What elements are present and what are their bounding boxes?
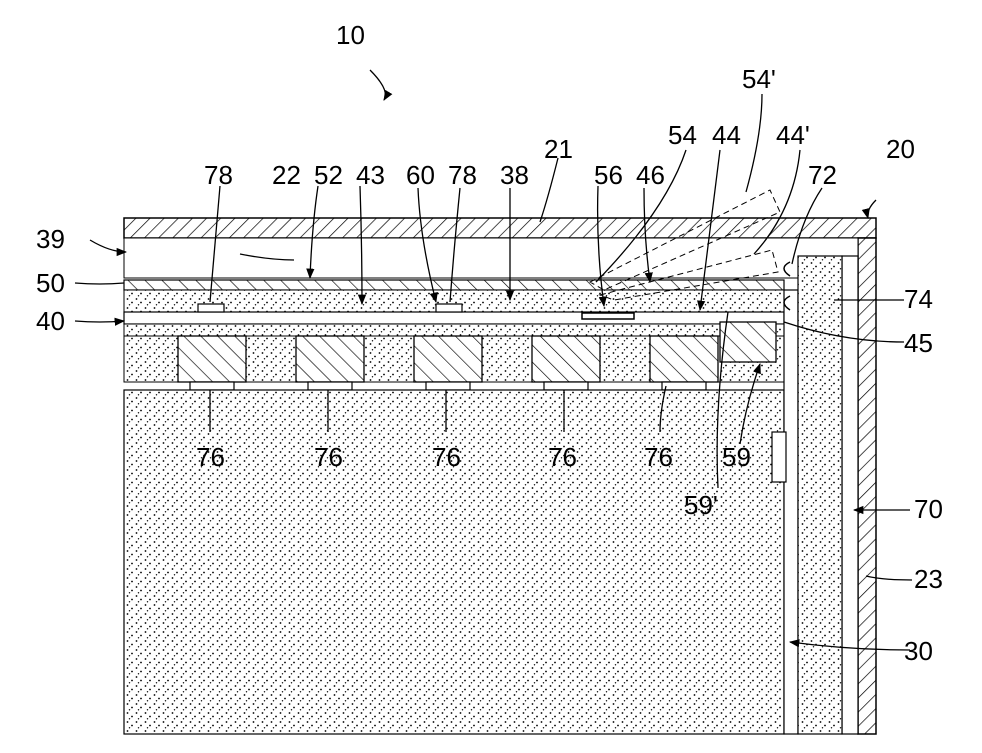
label-76e: 76 (644, 442, 673, 472)
tab-78 (198, 304, 224, 312)
notch (772, 432, 786, 482)
label-59-prime: 59' (684, 490, 718, 520)
label-76b: 76 (314, 442, 343, 472)
label-76d: 76 (548, 442, 577, 472)
hatched-block (178, 336, 246, 382)
layer-50 (124, 280, 784, 290)
label-46: 46 (636, 160, 665, 190)
label-10: 10 (336, 20, 365, 50)
label-78: 78 (204, 160, 233, 190)
label-44-prime: 44' (776, 120, 810, 150)
label-74: 74 (904, 284, 933, 314)
foot-76 (544, 382, 588, 390)
label-78b: 78 (448, 160, 477, 190)
housing-structure (124, 190, 876, 734)
stack-46 (582, 313, 634, 319)
label-40: 40 (36, 306, 65, 336)
label-39: 39 (36, 224, 65, 254)
label-43: 43 (356, 160, 385, 190)
label-70: 70 (914, 494, 943, 524)
layer-40 (124, 312, 784, 324)
hatched-block (532, 336, 600, 382)
cavity-39 (124, 238, 858, 278)
label-50: 50 (36, 268, 65, 298)
label-54: 54 (668, 120, 697, 150)
block-59 (720, 322, 776, 362)
tab-78 (436, 304, 462, 312)
top-wall-21 (124, 218, 876, 238)
label-60: 60 (406, 160, 435, 190)
layer-43 (124, 324, 784, 336)
label-44: 44 (712, 120, 741, 150)
channel-30 (784, 290, 798, 734)
foot-76 (190, 382, 234, 390)
label-72: 72 (808, 160, 837, 190)
label-54-prime: 54' (742, 64, 776, 94)
label-21: 21 (544, 134, 573, 164)
label-56: 56 (594, 160, 623, 190)
label-30: 30 (904, 636, 933, 666)
label-22: 22 (272, 160, 301, 190)
hatched-block (650, 336, 718, 382)
foot-76 (426, 382, 470, 390)
label-52: 52 (314, 160, 343, 190)
label-23: 23 (914, 564, 943, 594)
label-76a: 76 (196, 442, 225, 472)
hatched-block (296, 336, 364, 382)
label-59: 59 (722, 442, 751, 472)
label-76c: 76 (432, 442, 461, 472)
liner-70 (842, 256, 858, 734)
label-38: 38 (500, 160, 529, 190)
foot-76 (662, 382, 706, 390)
hatched-block (414, 336, 482, 382)
label-20: 20 (886, 134, 915, 164)
side-wall-23 (858, 238, 876, 734)
label-45: 45 (904, 328, 933, 358)
foot-76 (308, 382, 352, 390)
